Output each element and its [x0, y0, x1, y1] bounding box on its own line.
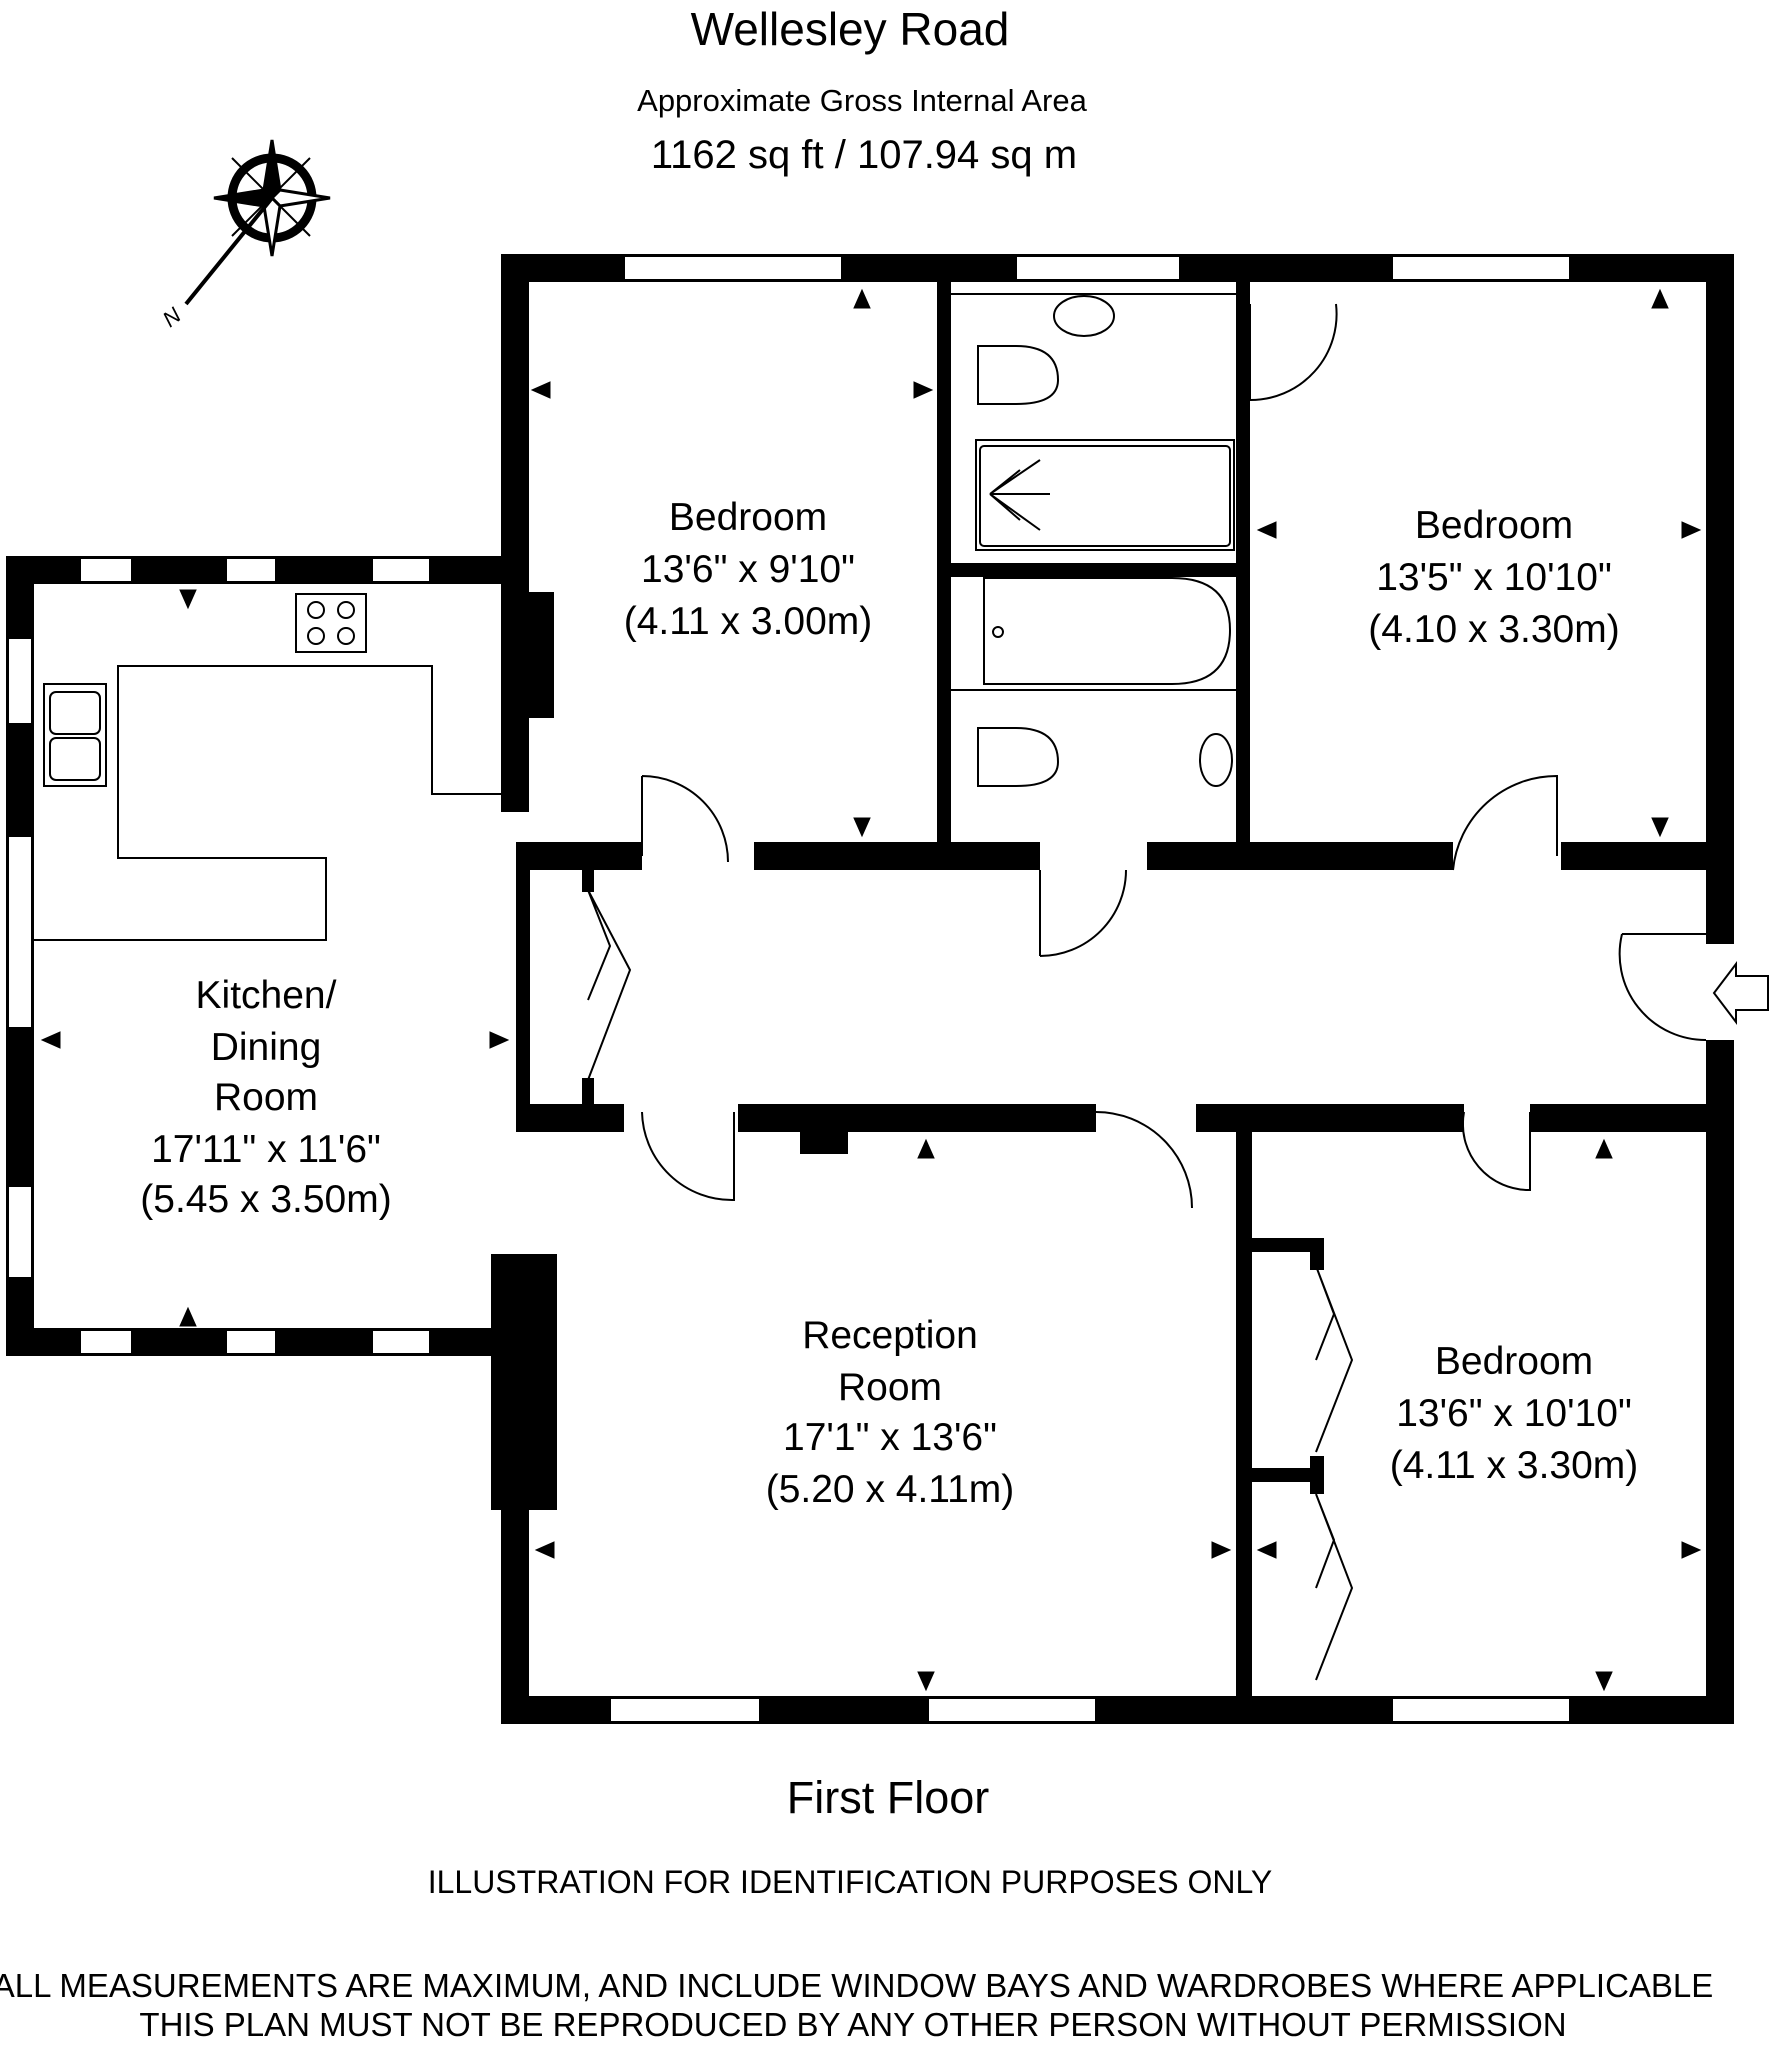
room-size-imperial: 13'6" x 10'10"	[1396, 1392, 1632, 1435]
fixtures	[34, 293, 1769, 1681]
disclaimer-measurements: ALL MEASUREMENTS ARE MAXIMUM, AND INCLUD…	[0, 1967, 1714, 2004]
room-size-imperial: 13'6" x 9'10"	[641, 548, 855, 591]
room-kitchen-dining: Kitchen/ Dining Room 17'11" x 11'6" (5.4…	[140, 974, 391, 1221]
room-size-metric: (4.10 x 3.30m)	[1368, 608, 1619, 651]
room-size-imperial: 17'11" x 11'6"	[151, 1128, 381, 1171]
room-reception: Reception Room 17'1" x 13'6" (5.20 x 4.1…	[766, 1314, 1015, 1511]
room-name-line: Kitchen/	[196, 974, 337, 1017]
room-size-imperial: 13'5" x 10'10"	[1376, 556, 1612, 599]
room-name-line: Room	[838, 1366, 942, 1409]
disclaimer-reproduction: THIS PLAN MUST NOT BE REPRODUCED BY ANY …	[139, 2006, 1567, 2043]
room-size-metric: (4.11 x 3.30m)	[1390, 1444, 1639, 1487]
room-size-imperial: 17'1" x 13'6"	[783, 1416, 997, 1459]
room-bedroom-1: Bedroom 13'6" x 9'10" (4.11 x 3.00m)	[624, 496, 873, 643]
room-bedroom-3: Bedroom 13'6" x 10'10" (4.11 x 3.30m)	[1390, 1340, 1639, 1487]
area-label: Approximate Gross Internal Area	[637, 83, 1087, 118]
windows	[7, 255, 1571, 1723]
compass-north-icon: N	[158, 139, 331, 332]
room-name-line: Room	[214, 1076, 318, 1119]
disclaimer-identification: ILLUSTRATION FOR IDENTIFICATION PURPOSES…	[427, 1864, 1273, 1900]
room-bedroom-2: Bedroom 13'5" x 10'10" (4.10 x 3.30m)	[1368, 504, 1619, 651]
plan-title: Wellesley Road	[690, 3, 1010, 55]
room-size-metric: (5.20 x 4.11m)	[766, 1468, 1015, 1511]
room-size-metric: (5.45 x 3.50m)	[140, 1178, 391, 1221]
floor-label: First Floor	[786, 1772, 990, 1823]
room-name-line: Reception	[802, 1314, 978, 1357]
room-size-metric: (4.11 x 3.00m)	[624, 600, 873, 643]
room-name: Bedroom	[669, 496, 827, 539]
room-name: Bedroom	[1435, 1340, 1593, 1383]
room-name-line: Dining	[211, 1026, 322, 1069]
compass-letter: N	[158, 302, 186, 332]
area-value: 1162 sq ft / 107.94 sq m	[650, 133, 1078, 177]
dimension-arrows	[40, 288, 1702, 1692]
room-name: Bedroom	[1415, 504, 1573, 547]
